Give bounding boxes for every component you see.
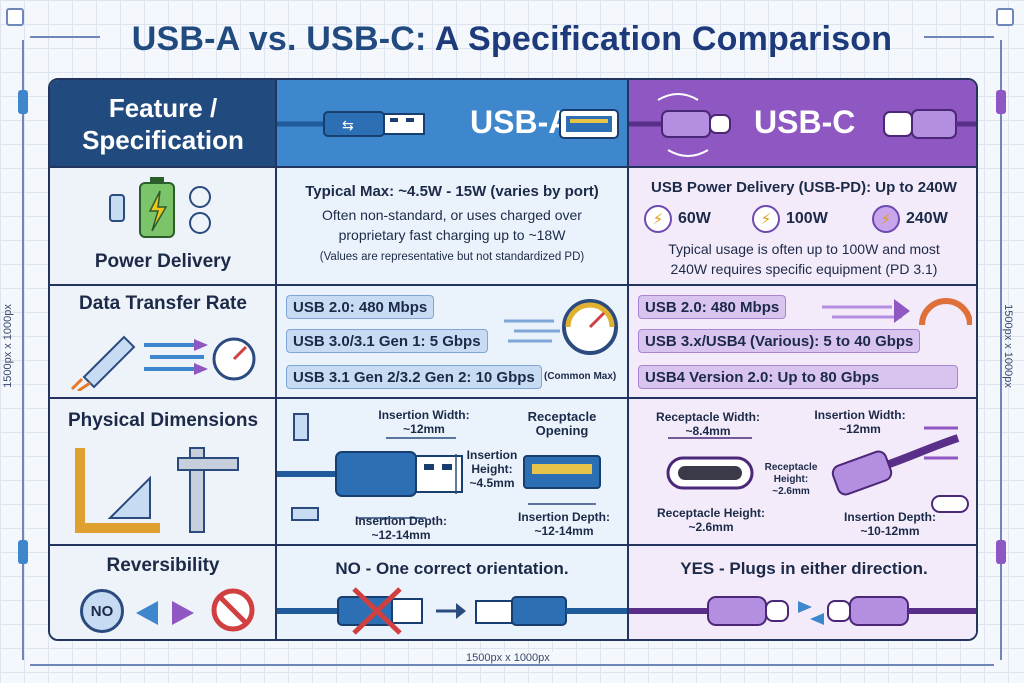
dims-usb-c-cell: Receptacle Width: ~8.4mm Insertion Width… (628, 398, 976, 545)
power-c-main: USB Power Delivery (USB-PD): Up to 240W (651, 179, 957, 196)
power-c-sub2: 240W requires specific equipment (PD 3.1… (670, 261, 938, 277)
power-usb-a-cell: Typical Max: ~4.5W - 15W (varies by port… (276, 167, 628, 285)
row-power-delivery: Power Delivery Typical Max: ~4.5W - 15W … (50, 167, 976, 285)
header-feature: Feature / Specification (50, 80, 276, 167)
frame-right-line (1000, 40, 1002, 660)
power-usb-c-cell: USB Power Delivery (USB-PD): Up to 240W … (628, 167, 976, 285)
data-a-item-2: USB 3.1 Gen 2/3.2 Gen 2: 10 Gbps (286, 365, 542, 389)
rev-feature-cell: Reversibility NO (50, 545, 276, 639)
frame-cap-right-top (996, 90, 1006, 114)
rev-usb-a-cell: NO - One correct orientation. (276, 545, 628, 639)
frame-top-left-line (30, 36, 100, 38)
rev-a-text: NO - One correct orientation. (335, 559, 569, 578)
row-divider (50, 397, 976, 399)
data-a-item-0: USB 2.0: 480 Mbps (286, 295, 435, 319)
data-feature-label: Data Transfer Rate (79, 293, 247, 314)
frame-left-line (22, 40, 24, 660)
dims-a-ins-depth: Insertion Depth: ~12-14mm (355, 514, 447, 542)
lightning-icon: ⚡ (872, 205, 900, 233)
rocket-speed-icon (70, 335, 256, 391)
rev-feature-label: Reversibility (106, 555, 220, 576)
row-divider (50, 166, 976, 168)
power-a-main: Typical Max: ~4.5W - 15W (varies by port… (305, 183, 599, 200)
bottom-dimension-label: 1500px x 1000px (462, 652, 554, 664)
row-reversibility: Reversibility NO NO - One correct orient… (50, 545, 976, 639)
corner-chip-icon (6, 8, 24, 26)
frame-cap-right-bottom (996, 540, 1006, 564)
power-c-badge-100w: 100W (786, 210, 828, 227)
lightning-icon: ⚡ (644, 205, 672, 233)
comparison-table: Feature / Specification ⇆ USB-A USB-C (48, 78, 978, 641)
data-usb-c-cell: USB 2.0: 480 Mbps USB 3.x/USB4 (Various)… (628, 285, 976, 398)
dims-c-ins-depth: Insertion Depth: ~10-12mm (844, 510, 936, 538)
usb-a-port-icon (559, 109, 619, 139)
frame-cap-left-top (18, 90, 28, 114)
header-usb-a: ⇆ USB-A (276, 80, 628, 167)
frame-top-right-line (924, 36, 994, 38)
data-feature-cell: Data Transfer Rate (50, 285, 276, 398)
ruler-caliper-icon (75, 447, 239, 533)
power-feature-cell: Power Delivery (50, 167, 276, 285)
battery-charging-icon (109, 177, 211, 238)
power-feature-label: Power Delivery (94, 251, 232, 272)
dims-a-ins-width: Insertion Width: ~12mm (378, 408, 470, 436)
speedometer-icon (504, 299, 618, 355)
speedometer-icon (822, 298, 972, 326)
title-rest: A Specification Comparison (426, 20, 893, 58)
row-divider (50, 544, 976, 546)
dims-c-recept-height: Receptacle Height: ~2.6mm (656, 506, 766, 534)
column-divider (275, 80, 277, 639)
data-a-note: (Common Max) (544, 371, 617, 382)
row-divider (50, 284, 976, 286)
power-c-badge-240w: 240W (906, 210, 948, 227)
usb-c-orientation-diagram (628, 596, 976, 626)
rev-usb-c-cell: YES - Plugs in either direction. (628, 545, 976, 639)
power-c-badge-60w: 60W (678, 210, 711, 227)
header-feature-label: Feature / Specification (82, 92, 244, 155)
prohibited-icon (211, 588, 255, 632)
frame-bottom-line (30, 664, 994, 666)
title-prefix: USB-A vs. USB-C: (131, 20, 427, 58)
power-a-sub2: proprietary fast charging up to ~18W (338, 227, 566, 243)
swap-arrows-icon (136, 601, 194, 625)
data-c-item-1: USB 3.x/USB4 (Various): 5 to 40 Gbps (638, 329, 921, 353)
dims-usb-a-cell: Insertion Width: ~12mm Receptacle Openin… (276, 398, 628, 545)
dims-c-recept-height-small: Receptacle Height: ~2.6mm (764, 462, 818, 497)
usb-c-plug-icon (883, 109, 976, 139)
left-dimension-label: 1500px x 1000px (1, 304, 14, 388)
header-usb-a-label: USB-A (470, 104, 572, 140)
frame-cap-left-bottom (18, 540, 28, 564)
data-c-item-2: USB4 Version 2.0: Up to 80 Gbps (638, 365, 958, 389)
usb-a-orientation-diagram (276, 587, 628, 635)
dims-a-recept-depth: Insertion Depth: ~12-14mm (518, 510, 610, 538)
right-dimension-label: 1500px x 1000px (1001, 304, 1014, 388)
usb-c-plug-diagram (666, 426, 969, 513)
lightning-icon: ⚡ (752, 205, 780, 233)
header-usb-c: USB-C (628, 80, 976, 167)
column-divider (627, 80, 629, 639)
dims-c-recept-width: Receptacle Width: ~8.4mm (656, 410, 760, 438)
dims-a-ins-height: Insertion Height: ~4.5mm (466, 448, 518, 490)
usb-c-cable-icon (628, 93, 731, 157)
power-a-sub1: Often non-standard, or uses charged over (322, 207, 582, 223)
header-usb-c-label: USB-C (754, 104, 856, 140)
page-title: USB-A vs. USB-C: A Specification Compari… (0, 20, 1024, 59)
rev-no-badge: NO (80, 589, 124, 633)
power-c-sub1: Typical usage is often up to 100W and mo… (668, 241, 940, 257)
svg-text:⇆: ⇆ (342, 117, 354, 133)
usb-a-cable-icon: ⇆ (276, 111, 425, 137)
data-a-item-1: USB 3.0/3.1 Gen 1: 5 Gbps (286, 329, 488, 353)
dims-feature-label: Physical Dimensions (67, 410, 259, 431)
rev-c-text: YES - Plugs in either direction. (680, 559, 928, 578)
corner-chip-icon (996, 8, 1014, 26)
power-a-sub3: (Values are representative but not stand… (319, 251, 585, 263)
dims-feature-cell: Physical Dimensions (50, 398, 276, 545)
data-c-item-0: USB 2.0: 480 Mbps (638, 295, 787, 319)
row-physical-dimensions: Physical Dimensions Insertion Width: ~1 (50, 398, 976, 545)
data-usb-a-cell: USB 2.0: 480 Mbps USB 3.0/3.1 Gen 1: 5 G… (276, 285, 628, 398)
usb-a-plug-diagram (276, 413, 601, 521)
row-data-transfer: Data Transfer Rate USB 2.0: 480 Mbps USB… (50, 285, 976, 398)
dims-c-ins-width: Insertion Width: ~12mm (814, 408, 906, 436)
dims-a-recept-opening: Receptacle Opening (527, 409, 597, 438)
